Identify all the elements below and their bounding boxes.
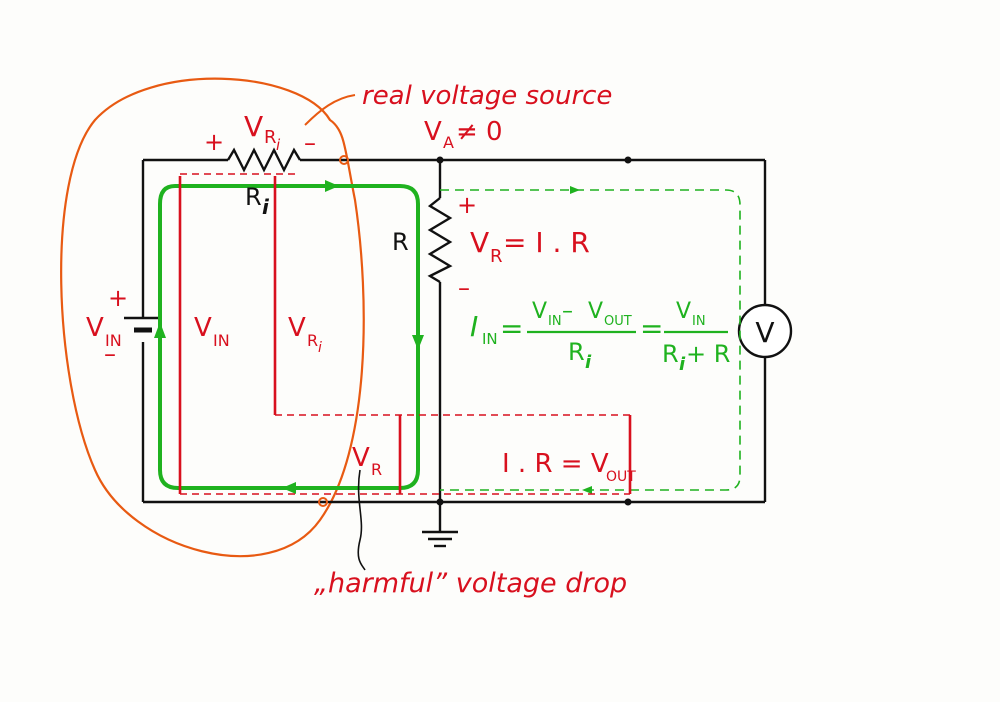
svg-text:R: R [264,127,277,148]
svg-text:R: R [371,460,382,479]
label-r-plus: + [457,191,477,219]
label-vr-eq: V R = I . R [470,226,590,267]
harmful-pointer [357,469,366,571]
circuit-wires [141,158,767,548]
svg-text:OUT: OUT [604,314,632,329]
svg-text:V: V [676,299,691,324]
svg-text:R: R [307,331,318,350]
svg-text:A: A [443,133,454,152]
resistor-ri [226,147,302,173]
real-source-outline [60,77,365,558]
label-minus-ri: – [304,129,316,157]
svg-text:I . R = V: I . R = V [502,449,609,479]
source-terminal-top [339,155,349,165]
svg-text:OUT: OUT [606,469,636,485]
label-ir-vout: I . R = V OUT [502,449,636,485]
svg-text:IN: IN [213,331,230,350]
current-loop-dashed [440,189,741,491]
svg-text:+ R: + R [686,340,730,368]
svg-text:IN: IN [482,330,498,348]
svg-text:V: V [352,443,370,473]
svg-text:V: V [470,226,489,259]
voltmeter [737,303,793,359]
svg-text:i: i [318,340,322,356]
dashed-current-arrows [570,186,592,494]
svg-text:R: R [662,340,679,368]
svg-text:V: V [588,299,603,324]
svg-text:i: i [585,352,592,373]
label-r-minus: – [458,274,470,302]
svg-text:= I . R: = I . R [503,226,590,259]
svg-text:R: R [568,338,585,366]
svg-text:V: V [86,313,104,343]
svg-text:–: – [562,299,573,324]
svg-text:V: V [194,313,212,343]
label-plus-ri: + [204,128,224,156]
svg-text:IN: IN [105,331,122,350]
label-vr-arrow: V R [352,443,382,479]
label-v-ri-top: V R i [244,110,281,154]
label-r: R [392,228,409,256]
svg-text:IN: IN [692,314,706,329]
label-ri: R i [245,183,270,219]
svg-text:V: V [244,110,263,143]
svg-text:R: R [245,183,262,211]
label-va: V A ≠ 0 [424,117,503,152]
label-vin-source: V IN [86,313,122,350]
label-src-minus: – [104,340,116,368]
svg-text:i: i [276,136,281,154]
real-source-annotation: real voltage source [362,81,612,111]
voltage-dashed-guides [180,173,630,495]
svg-text:V: V [532,299,547,324]
svg-text:IN: IN [548,314,562,329]
svg-text:V: V [288,313,306,343]
harmful-annotation: „harmful” voltage drop [314,568,627,599]
svg-text:V: V [424,117,442,147]
resistor-r [427,197,453,284]
svg-text:I: I [470,310,478,343]
real-source-pointer [304,94,356,126]
junction-dots [436,156,632,506]
equation-current: I IN = V IN – V OUT R i = V IN R i + R [470,299,730,375]
svg-text:i: i [679,354,686,375]
svg-text:=: = [500,312,523,345]
voltmeter-label: V [755,316,774,349]
svg-text:≠ 0: ≠ 0 [456,117,503,147]
label-vin-arrow: V IN [194,313,230,350]
source-terminal-bottom [318,497,328,507]
battery-symbol [124,316,162,333]
label-vri-arrow: V R i [288,313,322,356]
svg-text:R: R [490,246,503,267]
current-arrows [154,180,424,494]
svg-text:=: = [640,312,663,345]
voltage-bars [178,176,632,494]
svg-text:i: i [262,195,270,219]
label-src-plus: + [108,284,128,312]
